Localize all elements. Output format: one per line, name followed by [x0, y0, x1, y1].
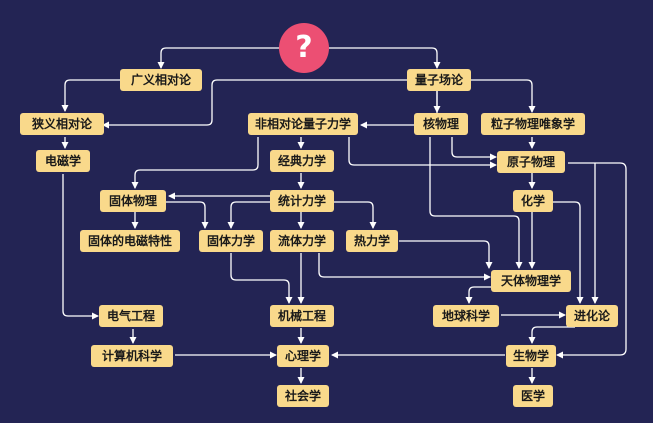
node-solid-state-physics: 固体物理 — [100, 190, 166, 212]
edge-fluid-astro — [318, 253, 491, 281]
node-fluid-mechanics: 流体力学 — [270, 230, 334, 252]
edge-qm-solid — [131, 137, 259, 189]
node-solid-mechanics: 固体力学 — [199, 230, 263, 252]
edge-thermo-astro — [399, 240, 493, 269]
node-chemistry: 化学 — [513, 190, 553, 212]
edge-solid-solid-mechanics — [165, 201, 209, 229]
node-em-properties-of-solids: 固体的电磁特性 — [80, 230, 180, 252]
node-general-relativity: 广义相对论 — [120, 69, 202, 91]
edge-qft-special-relativity — [102, 79, 409, 129]
edge-root-general-relativity — [157, 47, 279, 69]
edge-statistical-thermo — [333, 201, 377, 229]
node-mechanical-engineering: 机械工程 — [270, 305, 334, 327]
node-earth-science: 地球科学 — [433, 305, 499, 327]
edge-solid-mech-mechanical — [230, 253, 293, 304]
edge-gr-special-relativity — [61, 79, 130, 112]
node-nonrel-quantum-mechanics: 非相对论量子力学 — [248, 113, 358, 135]
node-quantum-field-theory: 量子场论 — [407, 69, 471, 91]
node-electromagnetism: 电磁学 — [36, 150, 90, 172]
node-electrical-engineering: 电气工程 — [99, 305, 163, 327]
edge-em-electrical — [62, 174, 99, 320]
node-statistical-mechanics: 统计力学 — [270, 190, 334, 212]
node-sociology: 社会学 — [277, 385, 329, 407]
edge-statistical-solid-mechanics — [227, 201, 270, 229]
node-astrophysics: 天体物理学 — [491, 270, 571, 292]
edge-chemistry-evolution — [552, 201, 584, 304]
edge-atomic-biology — [556, 162, 627, 359]
node-evolution: 进化论 — [566, 305, 618, 327]
edge-root-quantum-field-theory — [329, 47, 441, 69]
node-special-relativity: 狭义相对论 — [20, 113, 104, 135]
node-biology: 生物学 — [506, 345, 556, 367]
node-computer-science: 计算机科学 — [91, 345, 173, 367]
node-atomic-physics: 原子物理 — [497, 151, 565, 173]
edge-qft-particle — [465, 79, 536, 113]
edge-qm-atomic — [348, 137, 497, 169]
node-psychology: 心理学 — [277, 345, 329, 367]
node-medicine: 医学 — [513, 385, 553, 407]
edge-nuclear-atomic — [451, 137, 497, 161]
node-particle-phenomenology: 粒子物理唯象学 — [481, 113, 585, 135]
node-nuclear-physics: 核物理 — [414, 113, 468, 135]
node-thermodynamics: 热力学 — [346, 230, 398, 252]
edge-nuclear-astro — [429, 137, 523, 269]
question-mark-root: ? — [279, 23, 329, 73]
node-classical-mechanics: 经典力学 — [270, 150, 334, 172]
edge-evolution-biology — [528, 326, 575, 344]
edge-astro-earth — [465, 286, 500, 304]
